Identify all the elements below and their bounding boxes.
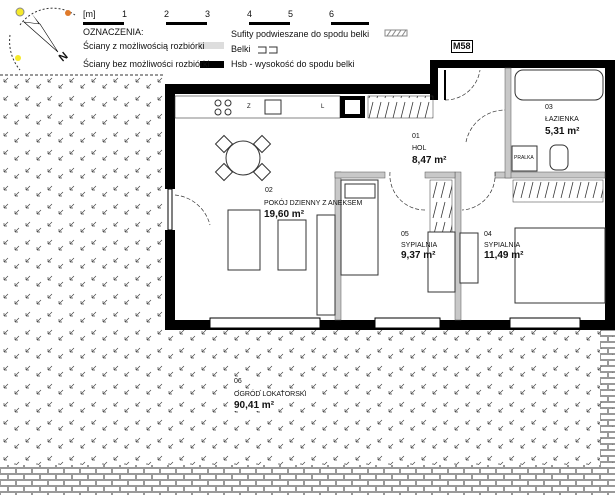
legend-item: Sufity podwieszane do spodu belki xyxy=(231,29,370,39)
legend-item: Belki xyxy=(231,44,251,54)
legend-title: OZNACZENIA: xyxy=(83,27,144,37)
room-number: 01 xyxy=(412,133,420,140)
room-name: ŁAZIENKA xyxy=(545,116,579,123)
garden-fence-bottom xyxy=(0,465,615,495)
sofa xyxy=(227,209,261,271)
scale-tick: 2 xyxy=(164,9,170,19)
room-number: 05 xyxy=(401,231,409,238)
washer-label: PRALKA xyxy=(514,155,534,161)
room-name: OGRÓD LOKATORSKI xyxy=(234,391,307,398)
room-name: HOL xyxy=(412,145,427,152)
room-number: 04 xyxy=(484,231,492,238)
room-name: SYPIALNIA xyxy=(484,242,521,249)
room-area: 9,37 m² xyxy=(401,250,436,261)
room-number: 03 xyxy=(545,104,553,111)
room-area: 90,41 m² xyxy=(234,400,275,411)
room-area: 19,60 m² xyxy=(264,209,305,220)
scale-bar xyxy=(83,22,369,25)
scale-unit: [m] xyxy=(83,9,96,19)
fridge-mark: L xyxy=(321,104,325,110)
room-area: 11,49 m² xyxy=(484,250,524,261)
bathtub xyxy=(514,69,604,101)
legend-item: Ściany bez możliwości rozbiórki xyxy=(83,59,210,69)
room-number: 02 xyxy=(265,187,273,194)
scale-tick: 3 xyxy=(205,9,211,19)
room-name: SYPIALNIA xyxy=(401,242,438,249)
room-name: POKÓJ DZIENNY Z ANEKSEM xyxy=(264,200,363,207)
toilet xyxy=(549,144,569,171)
scale-tick: 1 xyxy=(122,9,128,19)
garden-fence-right xyxy=(600,330,615,465)
room-area: 5,31 m² xyxy=(545,126,580,137)
scale-tick: 4 xyxy=(247,9,253,19)
sink-mark: Z xyxy=(247,104,251,110)
dining-table xyxy=(225,140,261,176)
legend-item: Ściany z możliwością rozbiórki xyxy=(83,41,205,51)
kitchen-counter xyxy=(174,95,341,119)
room-area: 8,47 m² xyxy=(412,155,447,166)
garden-area xyxy=(0,75,165,465)
scale-tick: 5 xyxy=(288,9,294,19)
scale-tick: 6 xyxy=(329,9,335,19)
washer xyxy=(511,145,538,172)
legend-item: Hsb - wysokość do spodu belki xyxy=(231,59,355,69)
unit-label: M58 xyxy=(451,40,473,53)
room-number: 06 xyxy=(234,378,242,385)
bed-04 xyxy=(514,227,606,304)
compass-icon xyxy=(9,7,76,71)
